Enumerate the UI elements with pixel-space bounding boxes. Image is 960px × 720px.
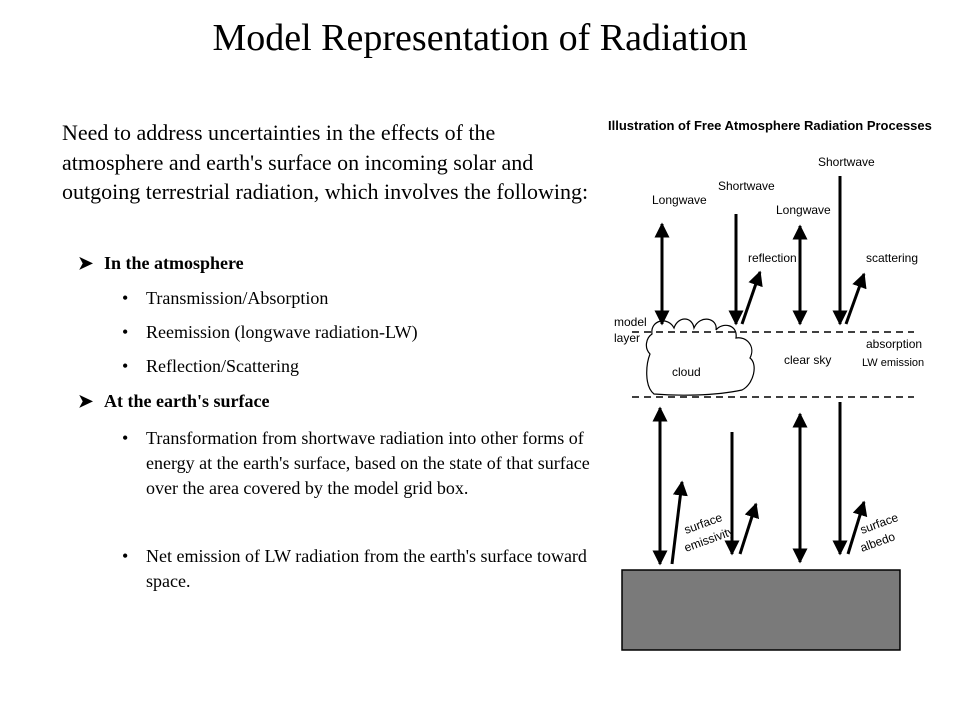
bullet-dot-icon: •: [122, 288, 129, 308]
label-clear-sky: clear sky: [784, 353, 831, 367]
radiation-diagram: Illustration of Free Atmosphere Radiatio…: [608, 118, 932, 651]
label-shortwave-left: Shortwave: [718, 179, 775, 193]
bullet-text: Net emission of LW radiation from the ea…: [146, 546, 587, 591]
chevron-right-icon: ➤: [78, 253, 94, 273]
section-heading-label: At the earth's surface: [104, 391, 270, 411]
section-heading-atmosphere: ➤ In the atmosphere: [78, 252, 244, 274]
arrow-reflection-lower: [738, 502, 760, 555]
bullet-item: • Transformation from shortwave radiatio…: [122, 426, 592, 501]
label-reflection: reflection: [748, 251, 797, 265]
bullet-dot-icon: •: [122, 322, 129, 342]
slide-title: Model Representation of Radiation: [212, 17, 748, 59]
radiation-figure: Illustration of Free Atmosphere Radiatio…: [594, 102, 950, 658]
bullet-dot-icon: •: [122, 546, 129, 566]
figure-title: Illustration of Free Atmosphere Radiatio…: [608, 118, 932, 133]
bullet-item: • Net emission of LW radiation from the …: [122, 544, 592, 594]
bullet-item: • Reemission (longwave radiation-LW): [122, 320, 602, 345]
earth-surface-block: [621, 569, 901, 651]
label-layer: layer: [614, 331, 640, 345]
bullet-dot-icon: •: [122, 356, 129, 376]
intro-paragraph: Need to address uncertainties in the eff…: [62, 120, 589, 204]
arrow-scattering: [844, 272, 867, 325]
bullet-text: Transmission/Absorption: [146, 288, 329, 308]
section-heading-label: In the atmosphere: [104, 253, 244, 273]
label-model: model: [614, 315, 647, 329]
label-longwave-left: Longwave: [652, 193, 707, 207]
section-heading-surface: ➤ At the earth's surface: [78, 390, 269, 412]
chevron-right-icon: ➤: [78, 391, 94, 411]
label-scattering: scattering: [866, 251, 918, 265]
bullet-text: Transformation from shortwave radiation …: [146, 428, 590, 498]
arrow-reflection: [740, 270, 763, 325]
bullet-text: Reflection/Scattering: [146, 356, 299, 376]
arrow-albedo-up: [846, 500, 868, 555]
bullet-item: • Transmission/Absorption: [122, 286, 602, 311]
bullet-dot-icon: •: [122, 428, 129, 448]
arrow-emissivity-up: [670, 480, 688, 565]
bullet-item: • Reflection/Scattering: [122, 354, 602, 379]
label-surface-right: surface: [858, 510, 900, 537]
label-longwave-mid: Longwave: [776, 203, 831, 217]
label-shortwave-right: Shortwave: [818, 155, 875, 169]
label-lw-emission: LW emission: [862, 357, 924, 369]
label-absorption: absorption: [866, 337, 922, 351]
label-cloud: cloud: [672, 365, 701, 379]
bullet-text: Reemission (longwave radiation-LW): [146, 322, 418, 342]
cloud-shape: [645, 318, 755, 396]
